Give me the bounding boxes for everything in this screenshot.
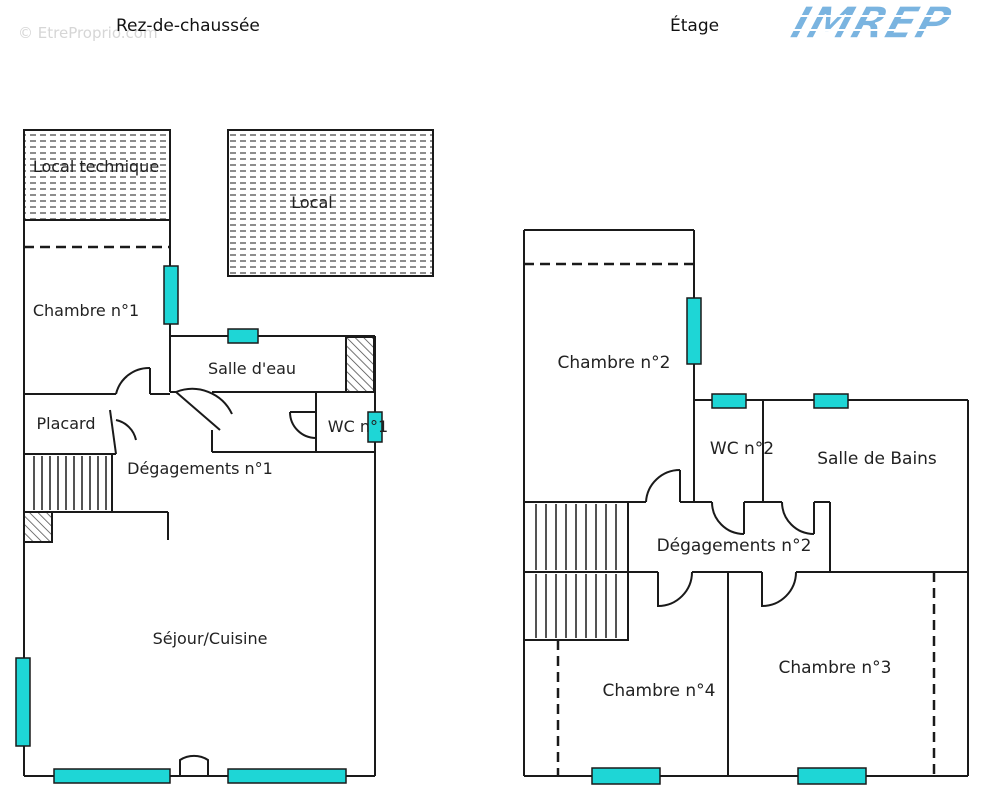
label-local-technique: Local technique <box>33 157 159 176</box>
label-degagements-1: Dégagements n°1 <box>127 459 273 478</box>
label-chambre-1: Chambre n°1 <box>33 301 139 320</box>
label-wc-1: WC n°1 <box>328 417 388 436</box>
upper-floor-title: Étage <box>670 16 720 36</box>
upper-floor <box>523 229 969 777</box>
window <box>53 768 171 784</box>
window <box>227 768 347 784</box>
window <box>367 411 383 443</box>
watermark: © EtreProprio.com <box>18 24 158 42</box>
local-area <box>227 129 434 277</box>
window <box>797 767 867 785</box>
shaft-hatch-1 <box>345 336 375 393</box>
ground-windows <box>15 265 383 784</box>
label-placard: Placard <box>37 414 96 433</box>
label-salle-eau: Salle d'eau <box>208 359 296 378</box>
room-labels: Local technique Local Chambre n°1 Salle … <box>33 157 937 701</box>
label-sejour-cuisine: Séjour/Cuisine <box>153 629 268 648</box>
window <box>15 657 31 747</box>
logo-text: IMREP <box>785 2 958 44</box>
window <box>711 393 747 409</box>
label-wc-2: WC n°2 <box>710 439 774 459</box>
ground-floor-title: Rez-de-chaussée <box>116 16 260 36</box>
local-technique-area <box>23 129 171 221</box>
label-chambre-2: Chambre n°2 <box>558 353 671 373</box>
window <box>686 297 702 365</box>
upper-windows <box>591 297 867 785</box>
imrep-logo: IMREP <box>756 2 978 44</box>
ground-stairs-steps <box>33 456 107 510</box>
upper-stairs-steps <box>535 504 617 638</box>
window <box>163 265 179 325</box>
stairs-ground <box>23 453 113 513</box>
window <box>591 767 661 785</box>
ground-floor <box>23 129 434 777</box>
shaft-hatch-2 <box>23 511 53 543</box>
label-chambre-4: Chambre n°4 <box>603 681 716 701</box>
label-degagements-2: Dégagements n°2 <box>657 536 812 556</box>
label-salle-bains: Salle de Bains <box>817 449 937 469</box>
window <box>813 393 849 409</box>
label-chambre-3: Chambre n°3 <box>779 658 892 678</box>
window <box>227 328 259 344</box>
label-local: Local <box>291 193 332 212</box>
